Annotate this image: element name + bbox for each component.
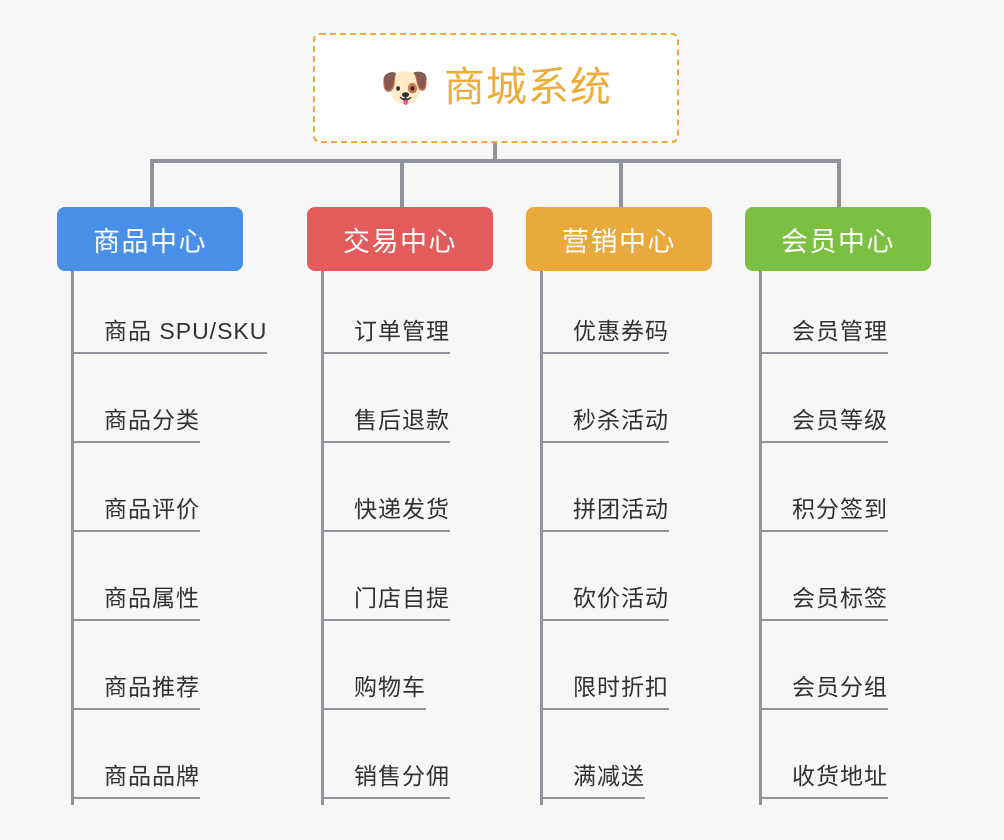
list-item-label: 销售分佣 (324, 762, 450, 799)
branch-header-label: 交易中心 (343, 226, 457, 257)
list-item-label: 会员管理 (762, 317, 888, 354)
list-item[interactable]: 满减送 (543, 716, 746, 805)
list-item[interactable]: 商品推荐 (74, 627, 277, 716)
branch-drop-connector-3 (619, 159, 623, 209)
list-item-label: 拼团活动 (543, 495, 669, 532)
branch-header-label: 营销中心 (562, 226, 676, 257)
list-item[interactable]: 商品 SPU/SKU (74, 271, 277, 360)
branch-drop-connector-4 (837, 159, 841, 209)
branch-header-marketing-center[interactable]: 营销中心 (526, 207, 712, 271)
list-item[interactable]: 收货地址 (762, 716, 965, 805)
list-item[interactable]: 会员管理 (762, 271, 965, 360)
list-item[interactable]: 售后退款 (324, 360, 527, 449)
list-item[interactable]: 门店自提 (324, 538, 527, 627)
root-title: 商城系统 (443, 64, 612, 111)
list-item-label: 限时折扣 (543, 673, 669, 710)
branch-items-product-center: 商品 SPU/SKU 商品分类 商品评价 商品属性 商品推荐 商品品牌 (71, 271, 277, 805)
list-item[interactable]: 购物车 (324, 627, 527, 716)
list-item-label: 门店自提 (324, 584, 450, 621)
branch-header-label: 商品中心 (93, 226, 207, 257)
list-item[interactable]: 商品评价 (74, 449, 277, 538)
branch-header-member-center[interactable]: 会员中心 (745, 207, 931, 271)
list-item-label: 商品属性 (74, 584, 200, 621)
list-item[interactable]: 积分签到 (762, 449, 965, 538)
branch-bus-connector (150, 159, 841, 163)
list-item-label: 优惠券码 (543, 317, 669, 354)
branch-column-member-center: 会员中心 会员管理 会员等级 积分签到 会员标签 会员分组 收货地址 (745, 207, 965, 805)
list-item-label: 商品评价 (74, 495, 200, 532)
branch-column-product-center: 商品中心 商品 SPU/SKU 商品分类 商品评价 商品属性 商品推荐 商品品牌 (57, 207, 277, 805)
branch-items-member-center: 会员管理 会员等级 积分签到 会员标签 会员分组 收货地址 (759, 271, 965, 805)
list-item[interactable]: 砍价活动 (543, 538, 746, 627)
branch-items-marketing-center: 优惠券码 秒杀活动 拼团活动 砍价活动 限时折扣 满减送 (540, 271, 746, 805)
branch-column-trade-center: 交易中心 订单管理 售后退款 快递发货 门店自提 购物车 销售分佣 (307, 207, 527, 805)
list-item[interactable]: 商品分类 (74, 360, 277, 449)
list-item-label: 会员分组 (762, 673, 888, 710)
branch-header-label: 会员中心 (781, 226, 895, 257)
list-item-label: 满减送 (543, 762, 645, 799)
list-item-label: 商品分类 (74, 406, 200, 443)
list-item[interactable]: 秒杀活动 (543, 360, 746, 449)
branch-column-marketing-center: 营销中心 优惠券码 秒杀活动 拼团活动 砍价活动 限时折扣 满减送 (526, 207, 746, 805)
list-item[interactable]: 商品属性 (74, 538, 277, 627)
list-item[interactable]: 拼团活动 (543, 449, 746, 538)
list-item[interactable]: 订单管理 (324, 271, 527, 360)
branch-drop-connector-2 (400, 159, 404, 209)
list-item-label: 订单管理 (324, 317, 450, 354)
list-item-label: 收货地址 (762, 762, 888, 799)
list-item[interactable]: 会员分组 (762, 627, 965, 716)
dog-face-icon: 🐶 (380, 66, 430, 110)
list-item[interactable]: 会员标签 (762, 538, 965, 627)
branch-header-product-center[interactable]: 商品中心 (57, 207, 243, 271)
list-item-label: 售后退款 (324, 406, 450, 443)
list-item-label: 会员等级 (762, 406, 888, 443)
list-item[interactable]: 快递发货 (324, 449, 527, 538)
root-node[interactable]: 🐶 商城系统 (313, 33, 679, 143)
list-item-label: 购物车 (324, 673, 426, 710)
branch-items-trade-center: 订单管理 售后退款 快递发货 门店自提 购物车 销售分佣 (321, 271, 527, 805)
list-item-label: 秒杀活动 (543, 406, 669, 443)
list-item[interactable]: 商品品牌 (74, 716, 277, 805)
list-item-label: 快递发货 (324, 495, 450, 532)
list-item-label: 积分签到 (762, 495, 888, 532)
list-item[interactable]: 优惠券码 (543, 271, 746, 360)
list-item[interactable]: 会员等级 (762, 360, 965, 449)
root-trunk-connector (493, 143, 497, 163)
list-item[interactable]: 限时折扣 (543, 627, 746, 716)
list-item-label: 商品品牌 (74, 762, 200, 799)
branch-header-trade-center[interactable]: 交易中心 (307, 207, 493, 271)
list-item[interactable]: 销售分佣 (324, 716, 527, 805)
list-item-label: 会员标签 (762, 584, 888, 621)
branch-drop-connector-1 (150, 159, 154, 209)
list-item-label: 商品 SPU/SKU (74, 317, 268, 354)
list-item-label: 砍价活动 (543, 584, 669, 621)
list-item-label: 商品推荐 (74, 673, 200, 710)
